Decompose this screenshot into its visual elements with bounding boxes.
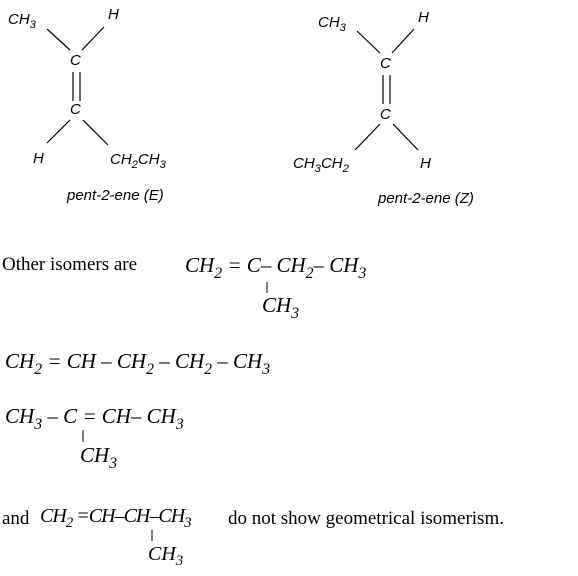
bond-z-bottom-left <box>354 123 381 151</box>
e-carbon-2: C <box>70 101 81 118</box>
z-bottom-left-group: CH3CH2 <box>293 155 349 175</box>
formula-1-branch: CH3 <box>262 293 300 322</box>
bond-e-bottom-right <box>82 119 109 146</box>
e-bottom-right-group: CH2CH3 <box>110 151 166 171</box>
formula-3-branch: CH3 <box>80 443 118 472</box>
z-top-right-atom: H <box>418 9 429 26</box>
formula-1-main: CH2 = C– CH2– CH3 <box>185 253 367 282</box>
formula-3-main: CH3 – C = CH– CH3 <box>5 404 184 433</box>
formula-4-branch: CH3 <box>148 543 184 570</box>
z-carbon-1: C <box>380 55 391 72</box>
e-carbon-1: C <box>70 52 81 69</box>
bond-e-top-right <box>81 26 105 51</box>
z-bottom-right-atom: H <box>420 155 431 172</box>
e-top-left-group: CH3 <box>8 11 36 31</box>
bond-z-top-right <box>391 28 415 54</box>
e-caption: pent-2-ene (E) <box>67 187 164 204</box>
bond-z-bottom-right <box>392 123 419 151</box>
bond-e-top-left <box>46 28 71 51</box>
formula-2: CH2 = CH – CH2 – CH2 – CH3 <box>5 349 271 378</box>
e-bottom-left-atom: H <box>33 150 44 167</box>
formula-4-main: CH2 =CH–CH–CH3 <box>40 505 192 532</box>
z-carbon-2: C <box>380 106 391 123</box>
z-top-left-group: CH3 <box>318 14 346 34</box>
e-top-right-atom: H <box>108 6 119 23</box>
bond-e-bottom-left <box>46 119 71 144</box>
and-text: and <box>2 508 30 529</box>
z-caption: pent-2-ene (Z) <box>378 190 474 207</box>
no-geometric-isomerism-text: do not show geometrical isomerism. <box>228 508 504 529</box>
other-isomers-text: Other isomers are <box>2 254 138 275</box>
bond-z-top-left <box>356 30 381 54</box>
